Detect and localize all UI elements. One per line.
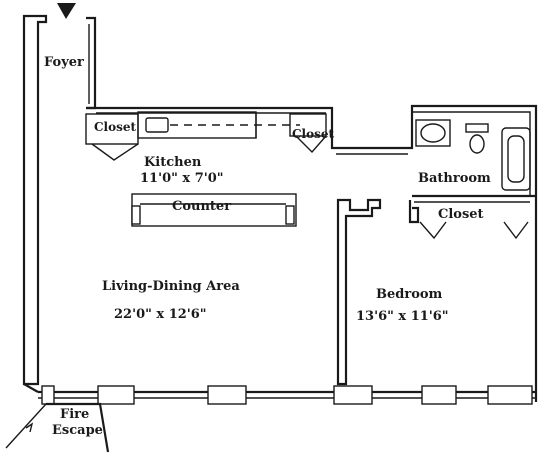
bedroom-label: Bedroom xyxy=(376,287,443,302)
fire-escape-label-line2: Escape xyxy=(52,423,103,438)
bathtub-icon xyxy=(501,127,531,191)
stove-icon xyxy=(145,117,169,133)
closet-label-bedroom: Closet xyxy=(438,207,484,222)
living-dining-dimensions: 22'0" x 12'6" xyxy=(114,307,207,322)
toilet-icon xyxy=(465,123,489,133)
counter xyxy=(131,193,297,227)
interior-walls xyxy=(336,194,536,386)
living-dining-label: Living-Dining Area xyxy=(102,279,240,294)
kitchen-label: Kitchen xyxy=(144,155,202,170)
windows xyxy=(41,385,533,405)
closet-label-kitchen-right: Closet xyxy=(292,127,335,141)
counter-label: Counter xyxy=(172,199,231,214)
fire-escape-label-line1: Fire xyxy=(60,407,89,422)
bathroom-fixtures xyxy=(415,119,531,191)
closet-label-kitchen-left: Closet xyxy=(94,120,137,134)
kitchen-dimensions: 11'0" x 7'0" xyxy=(140,171,224,186)
fire-escape xyxy=(5,402,110,453)
kitchen-cabinets xyxy=(137,111,300,139)
entry-arrow-icon xyxy=(57,3,76,19)
sink-icon xyxy=(415,119,451,147)
bedroom-dimensions: 13'6" x 11'6" xyxy=(356,309,449,324)
foyer-label: Foyer xyxy=(44,55,84,70)
bathroom-label: Bathroom xyxy=(418,171,491,186)
